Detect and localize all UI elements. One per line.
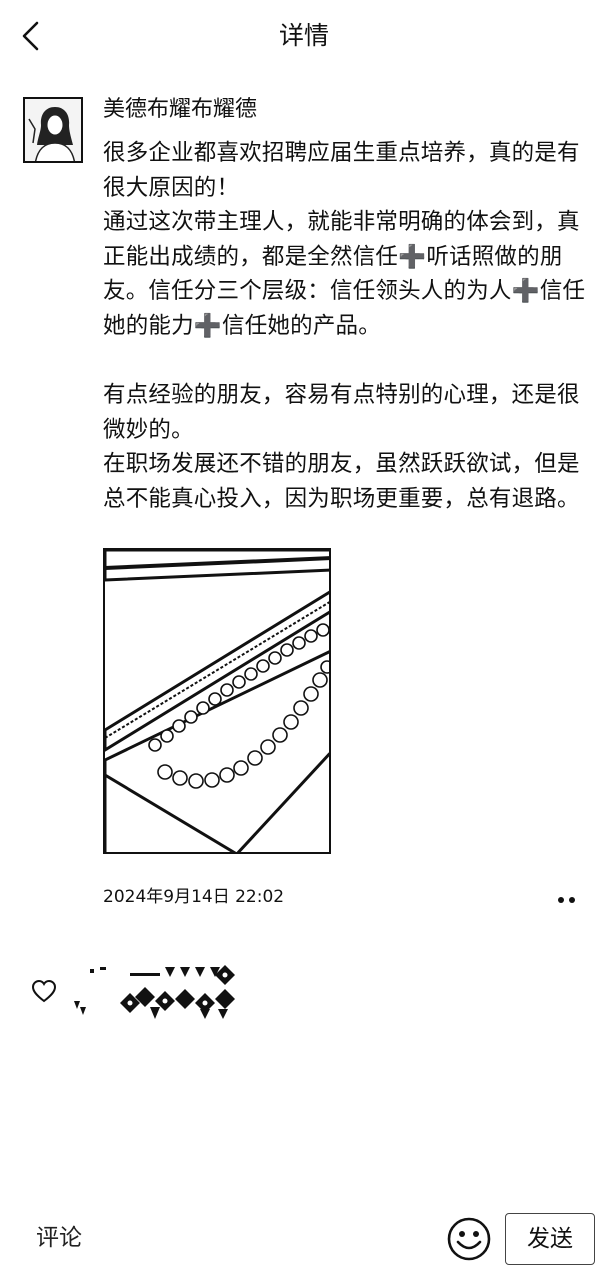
liker-avatar-group-icon [74, 965, 235, 1019]
post-image[interactable] [103, 548, 331, 854]
smiley-face-icon [447, 1217, 491, 1261]
like-button[interactable] [30, 978, 58, 1004]
avatar[interactable] [23, 97, 83, 163]
avatar-image [25, 99, 81, 161]
comment-input[interactable]: 评论 [36, 1225, 82, 1251]
chevron-left-icon [22, 21, 39, 51]
liker-avatars[interactable] [70, 963, 245, 1021]
more-options-button[interactable] [550, 888, 584, 912]
post-body-text: 很多企业都喜欢招聘应届生重点培养，真的是有很大原因的！ 通过这次带主理人，就能非… [103, 140, 586, 512]
post-author-name[interactable]: 美德布耀布耀德 [103, 97, 258, 122]
top-nav-bar: 详情 [0, 0, 608, 72]
more-dots-icon [558, 897, 575, 903]
page-title: 详情 [278, 21, 329, 50]
back-button[interactable] [14, 18, 50, 54]
emoji-button[interactable] [446, 1216, 492, 1262]
post-timestamp: 2024年9月14日 22:02 [103, 887, 285, 907]
heart-icon [31, 979, 57, 1003]
send-button[interactable]: 发送 [505, 1213, 595, 1265]
pearl-necklace-image [105, 550, 329, 852]
